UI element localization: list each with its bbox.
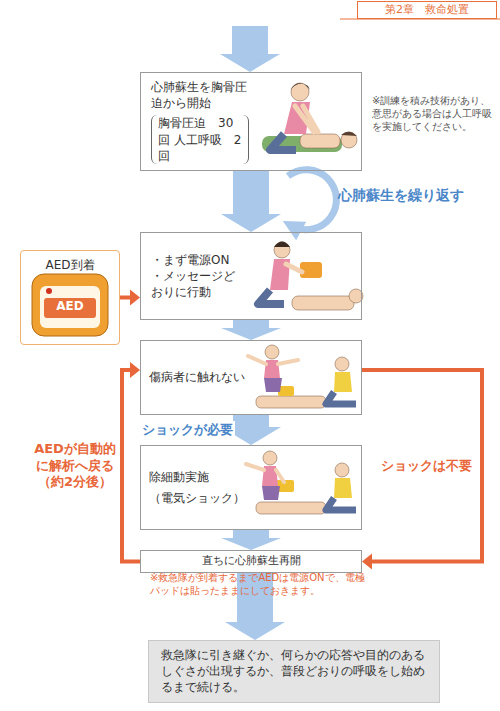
flow-arrow [225, 573, 285, 640]
node-subtext: （電気ショック） [149, 490, 249, 506]
aed-device [32, 274, 108, 336]
repeat-arrow [288, 170, 336, 230]
connector-line [362, 370, 482, 562]
node-text: 直ちに心肺蘇生再開 [145, 554, 357, 569]
loop-arrow [120, 290, 140, 306]
flow-arrow [221, 320, 281, 340]
connector-line [233, 320, 269, 328]
node-text: 救急隊に引き継ぐか、何らかの応答や目的のあるしぐさが出現するか、普段どおりの呼吸… [161, 647, 427, 696]
arrowhead [225, 622, 285, 640]
arrowhead [221, 538, 281, 550]
connector-line [233, 530, 269, 538]
connector-line [120, 296, 130, 300]
connector-line [122, 370, 140, 562]
node-text: 心肺蘇生を胸骨圧迫から開始 [151, 79, 251, 111]
flow-arrow [221, 171, 281, 232]
node-text: 傷病者に触れない [149, 369, 249, 385]
cpr-figure [262, 83, 357, 152]
loop-arrow [122, 362, 140, 562]
node-subtext: 胸骨圧迫 30回 人工呼吸 2回 [151, 115, 249, 164]
end-box: 救急隊に引き継ぐか、何らかの応答や目的のあるしぐさが出現するか、普段どおりの呼吸… [148, 640, 440, 703]
node-text: AED到着 [25, 257, 115, 273]
arrowhead [130, 362, 140, 378]
process-box: 除細動実施 （電気ショック） [140, 445, 362, 530]
flow-arrow [221, 530, 281, 550]
chapter-header: 第2章 救命処置 [357, 1, 497, 19]
process-box: ・まず電源ON ・メッセージどおりに行動 [140, 232, 362, 320]
node-text: 除細動実施 [149, 469, 249, 485]
edge-label: AEDが自動的に解析へ戻る（約2分後） [32, 440, 118, 491]
node-text: ・まず電源ON ・メッセージどおりに行動 [151, 252, 239, 301]
edge-label: ショックは不要 [376, 457, 476, 475]
arrival-box: AED到着 [20, 250, 120, 345]
process-box: 心肺蘇生を胸骨圧迫から開始胸骨圧迫 30回 人工呼吸 2回 [140, 72, 362, 171]
process-box: 直ちに心肺蘇生再開 [140, 550, 362, 573]
entry-arrow [220, 26, 280, 72]
edge-label: ショックが必要 [139, 421, 235, 439]
loop-arrow [362, 370, 482, 570]
connector-line [233, 415, 269, 427]
device-label: AED [44, 299, 96, 315]
note: ※救急隊が到着するまでAEDは電源ONで、電極パッドは貼ったままにしておきます。 [150, 571, 372, 597]
shock-figure [246, 451, 356, 514]
stand-clear-figure [248, 345, 356, 408]
connector-line [233, 171, 269, 214]
arrowhead [221, 328, 281, 340]
arrowhead [221, 214, 281, 232]
process-box: 傷病者に触れない [140, 340, 362, 415]
arrowhead [130, 290, 140, 306]
note: ※訓練を積み技術があり、意思がある場合は人工呼吸を実施してください。 [372, 94, 494, 133]
loop-label: 心肺蘇生を繰り返す [338, 186, 498, 204]
aed-operator-figure [258, 242, 363, 311]
arrowhead [362, 554, 372, 570]
